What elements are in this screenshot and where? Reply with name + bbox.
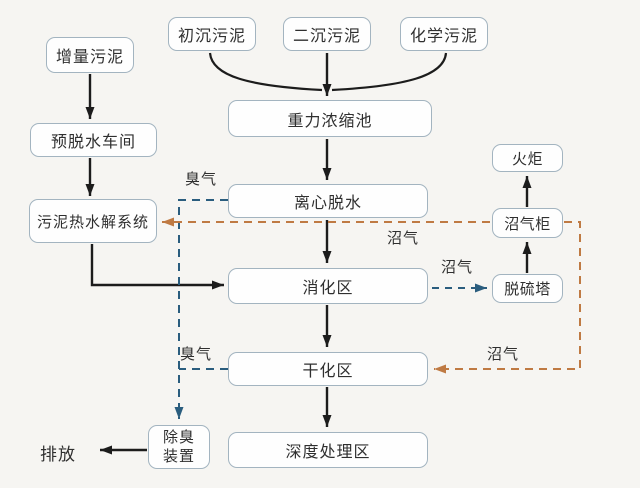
node-gravity-thickening: 重力浓缩池 bbox=[228, 100, 432, 137]
edge-label-odor-bottom: 臭气 bbox=[180, 345, 213, 363]
node-desulfurization-tower: 脱硫塔 bbox=[492, 274, 563, 303]
node-chemical-sludge: 化学污泥 bbox=[400, 17, 488, 51]
biogas-line-holder-to-drying bbox=[434, 221, 581, 374]
edge-label-odor-top: 臭气 bbox=[185, 170, 218, 188]
node-advanced-treatment-zone: 深度处理区 bbox=[228, 432, 428, 468]
node-biogas-holder: 沼气柜 bbox=[492, 208, 563, 238]
odor-line-centrifugal-to-deodor bbox=[174, 199, 228, 419]
node-deodorization-unit: 除臭 装置 bbox=[148, 425, 210, 469]
node-primary-sludge: 初沉污泥 bbox=[168, 17, 256, 51]
edge-label-biogas-to-desulf: 沼气 bbox=[441, 258, 474, 276]
discharge-label: 排放 bbox=[40, 445, 76, 465]
curve-chemical-to-gravity bbox=[331, 52, 448, 92]
edge-label-biogas-to-hydrolysis: 沼气 bbox=[387, 229, 420, 247]
node-incremental-sludge: 增量污泥 bbox=[46, 37, 134, 73]
node-digestion-zone: 消化区 bbox=[228, 268, 428, 304]
node-drying-zone: 干化区 bbox=[228, 352, 428, 386]
node-thermal-hydrolysis: 污泥热水解系统 bbox=[29, 199, 157, 243]
edge-label-biogas-to-drying: 沼气 bbox=[487, 345, 520, 363]
deodorization-line2: 装置 bbox=[162, 447, 195, 465]
curve-primary-to-gravity bbox=[208, 52, 323, 92]
node-secondary-sludge: 二沉污泥 bbox=[283, 17, 371, 51]
node-flare: 火炬 bbox=[492, 144, 563, 172]
node-pre-dewatering: 预脱水车间 bbox=[30, 123, 157, 157]
arrow-hydrolysis-to-digestion bbox=[90, 244, 224, 290]
deodorization-line1: 除臭 bbox=[162, 428, 195, 446]
node-centrifugal-dewatering: 离心脱水 bbox=[228, 184, 428, 218]
